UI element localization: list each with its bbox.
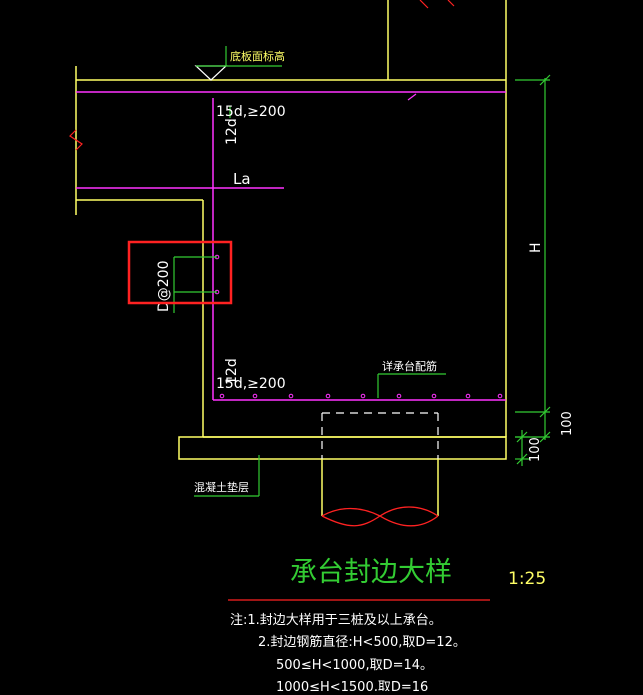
- dimension-100-right-label: 100: [560, 411, 575, 436]
- cap-rebar-label: 详承台配筋: [382, 359, 437, 373]
- rebar-lines: [76, 91, 506, 401]
- note-line-2: 2.封边钢筋直径:H<500,取D=12。: [258, 634, 466, 650]
- lap-length-top-label: 15d,≥200: [216, 104, 286, 120]
- spacing-label: D@200: [156, 260, 172, 312]
- dimension-100-left-label: 100: [528, 437, 543, 462]
- cushion-layer: [178, 436, 507, 460]
- wall-break-mark: [419, 0, 429, 9]
- concrete-outline: [75, 66, 507, 438]
- note-line-4: 1000≤H<1500,取D=16: [276, 680, 428, 691]
- drawing-title: 承台封边大样: [290, 557, 452, 588]
- highlight-box: [127, 240, 233, 305]
- upper-wall: [387, 0, 507, 80]
- wall-break-mark-2: [447, 0, 455, 7]
- note-line-3: 500≤H<1000,取D=14。: [276, 658, 433, 673]
- cushion-label: 混凝土垫层: [194, 480, 249, 494]
- la-label: La: [233, 170, 251, 188]
- elevation-marker: [194, 46, 282, 81]
- bottom-elevation-label: 底板面标高: [230, 49, 285, 63]
- bottom-rebar-dots: [219, 393, 503, 399]
- note-line-1: 注:1.封边大样用于三桩及以上承台。: [230, 613, 442, 628]
- anchor-length-top-label: 12d: [224, 118, 240, 145]
- rebar-hook: [407, 93, 417, 101]
- anchor-length-bottom-label: 12d: [224, 358, 240, 385]
- pile: [321, 412, 439, 527]
- scale-label: 1:25: [508, 569, 546, 589]
- side-rebar-dots: [214, 254, 220, 295]
- dimension-lines: [515, 74, 551, 466]
- lap-length-bottom-label: 15d,≥200: [216, 376, 286, 392]
- slab-break-symbol: [69, 129, 83, 151]
- dimension-h-label: H: [528, 242, 544, 253]
- leader-lines: [173, 106, 446, 497]
